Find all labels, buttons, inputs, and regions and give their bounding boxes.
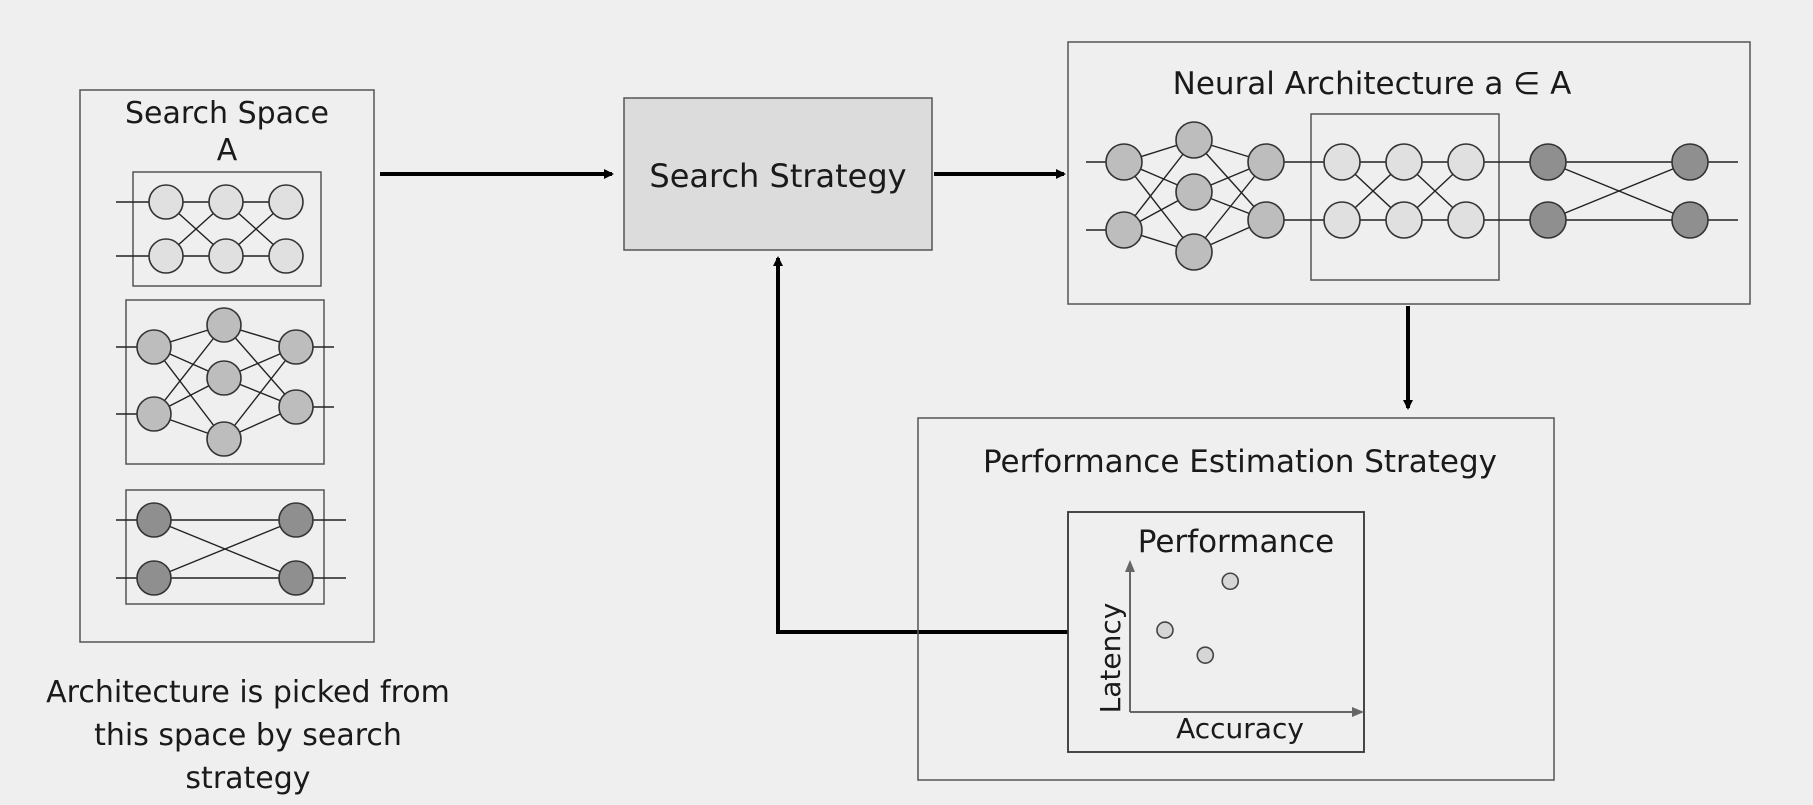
edge <box>153 519 297 579</box>
search-space-title: Search Space <box>125 96 329 131</box>
edge <box>153 324 225 415</box>
search-space-network-3 <box>116 489 346 605</box>
node-light <box>1385 143 1423 181</box>
node-light <box>208 184 244 220</box>
performance-estimation-box <box>917 417 1555 781</box>
node-mid <box>1105 211 1143 249</box>
node-dark <box>136 502 172 538</box>
node-mid <box>1175 121 1213 159</box>
network-3-frame <box>125 489 325 605</box>
node-mid <box>206 421 242 457</box>
performance-estimation-title: Performance Estimation Strategy <box>983 444 1497 480</box>
node-mid <box>136 396 172 432</box>
performance-plot-box <box>1067 511 1365 753</box>
search-space-network-2 <box>116 299 334 465</box>
node-light <box>1323 143 1361 181</box>
node-light <box>148 238 184 274</box>
search-space-network-1 <box>116 171 322 287</box>
edge <box>1123 161 1195 253</box>
search-space-caption-line-3: strategy <box>185 761 310 796</box>
node-light <box>208 238 244 274</box>
scatter-point-3 <box>1221 572 1240 591</box>
node-mid <box>278 389 314 425</box>
node-dark <box>1529 143 1567 181</box>
node-mid <box>1247 143 1285 181</box>
node-mid <box>278 329 314 365</box>
node-mid <box>136 329 172 365</box>
node-mid <box>1175 233 1213 271</box>
edge <box>223 346 297 440</box>
node-mid <box>206 360 242 396</box>
neural-architecture-network <box>1086 113 1738 281</box>
node-mid <box>1175 173 1213 211</box>
node-dark <box>278 560 314 596</box>
search-space-box <box>79 89 375 643</box>
node-dark <box>1671 201 1709 239</box>
edge <box>223 324 297 408</box>
node-dark <box>136 560 172 596</box>
performance-plot-title: Performance <box>1138 524 1334 560</box>
search-strategy-box <box>623 97 933 251</box>
network-1-frame <box>132 171 322 287</box>
node-light <box>268 184 304 220</box>
neural-architecture-title: Neural Architecture a ∈ A <box>1173 66 1572 102</box>
y-axis-label: Latency <box>1094 603 1127 714</box>
edge <box>153 346 225 440</box>
neural-architecture-box <box>1067 41 1751 305</box>
node-light <box>1385 201 1423 239</box>
node-light <box>1447 143 1485 181</box>
node-mid <box>1105 143 1143 181</box>
performance-scatter-chart: Accuracy Latency <box>1094 560 1364 745</box>
node-light <box>1323 201 1361 239</box>
arrow-feedback-to-strategy <box>773 256 1068 634</box>
search-space-caption-line-2: this space by search <box>94 718 402 753</box>
node-mid <box>206 307 242 343</box>
node-dark <box>1529 201 1567 239</box>
node-light <box>1447 201 1485 239</box>
node-dark <box>1671 143 1709 181</box>
search-strategy-label: Search Strategy <box>649 157 906 195</box>
edge <box>1123 139 1195 231</box>
network-2-frame <box>125 299 325 465</box>
edge <box>1193 161 1267 253</box>
scatter-point-1 <box>1156 621 1174 639</box>
node-light <box>148 184 184 220</box>
search-space-caption-line-1: Architecture is picked from <box>46 675 450 710</box>
search-space-symbol: A <box>217 133 238 168</box>
node-dark <box>278 502 314 538</box>
x-axis-label: Accuracy <box>1176 712 1304 745</box>
edge <box>1547 161 1691 221</box>
node-light <box>268 238 304 274</box>
node-mid <box>1247 201 1285 239</box>
cell-frame <box>1310 113 1500 281</box>
scatter-point-2 <box>1196 646 1215 664</box>
